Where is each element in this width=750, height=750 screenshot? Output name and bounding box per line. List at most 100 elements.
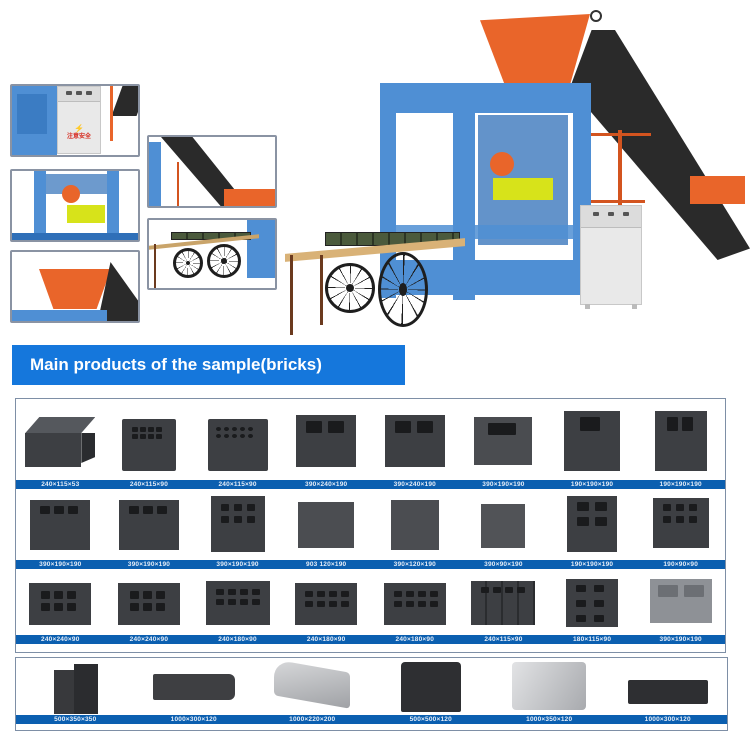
brick-item: [253, 658, 372, 720]
dimension-label: 390×240×190: [393, 481, 436, 488]
brick-item: [371, 490, 460, 560]
hollow-block-image: [652, 498, 709, 548]
dimension-label: 240×240×90: [41, 636, 80, 643]
dimension-label: 903 120×190: [306, 561, 347, 568]
brick-item: [636, 571, 725, 641]
brick-item: [16, 399, 105, 479]
brick-item: [282, 490, 371, 560]
solid-brick-image: [25, 417, 96, 467]
brick-item: [16, 571, 105, 641]
hollow-block-image: [30, 500, 91, 550]
dimension-label: 390×190×190: [39, 561, 82, 568]
brick-item: [105, 571, 194, 641]
dimension-label: 390×190×190: [659, 636, 702, 643]
inset-feed-hopper: [10, 250, 140, 323]
control-cabinet: [580, 205, 642, 309]
machine-photo-collage: ⚡注意安全: [0, 0, 750, 340]
dimension-label: 240×115×90: [484, 636, 523, 643]
perforated-paver-image: [383, 583, 446, 625]
dimension-label: 1000×300×120: [644, 716, 691, 723]
brick-item: [371, 571, 460, 641]
cart-wheel: [378, 252, 428, 327]
section-title-text: Main products of the sample(bricks): [30, 355, 322, 374]
dimension-label: 390×190×190: [216, 561, 259, 568]
brick-item: [459, 490, 548, 560]
half-block-image: [654, 411, 707, 471]
special-shapes-row: 500×350×350 1000×300×120 1000×220×200 50…: [16, 658, 727, 730]
section-title: Main products of the sample(bricks): [12, 345, 405, 385]
hollow-block-image: [384, 415, 445, 467]
brick-item: [459, 571, 548, 641]
brick-item: [193, 571, 282, 641]
dimension-label-bar: 500×350×350 1000×300×120 1000×220×200 50…: [16, 715, 727, 724]
hollow-block-image: [649, 579, 712, 623]
dimension-label: 390×240×190: [305, 481, 348, 488]
dimension-label: 500×500×120: [409, 716, 452, 723]
dimension-label: 240×240×90: [129, 636, 169, 643]
dimension-label: 240×180×90: [218, 636, 257, 643]
light-curb-stone-image: [512, 662, 587, 710]
dimension-label: 240×115×90: [218, 481, 257, 488]
solid-block-image: [481, 504, 526, 548]
control-cabinet-image: ⚡注意安全: [57, 86, 101, 154]
dimension-label: 180×115×90: [572, 636, 612, 643]
hollow-block-image: [296, 415, 357, 467]
interlock-paver-image: [29, 583, 92, 625]
interlock-paver-image: [117, 583, 180, 625]
dimension-label-bar: 390×190×190 390×190×190 390×190×190 903 …: [16, 560, 725, 569]
dimension-label: 500×350×350: [54, 716, 97, 723]
brick-item: [282, 399, 371, 479]
brick-item: [548, 571, 637, 641]
brick-item: [135, 658, 254, 720]
inset-control-cabinet: ⚡注意安全: [10, 84, 140, 157]
brick-item: [16, 658, 135, 720]
hollow-block-image: [210, 496, 265, 552]
rounded-curb-stone-image: [274, 659, 351, 709]
dimension-label-bar: 240×115×53 240×115×90 240×115×90 390×240…: [16, 480, 725, 489]
grooved-block-image: [471, 581, 536, 625]
dimension-label: 240×180×90: [306, 636, 346, 643]
dimension-label: 240×180×90: [395, 636, 435, 643]
inset-mould-press: [10, 169, 140, 242]
dimension-label: 1000×220×200: [289, 716, 336, 723]
brick-row-1: 240×115×53 240×115×90 240×115×90 390×240…: [16, 399, 725, 489]
dimension-label: 190×190×190: [570, 561, 614, 568]
dimension-label: 190×190×190: [570, 481, 614, 488]
dimension-label-bar: 240×240×90 240×240×90 240×180×90 240×180…: [16, 635, 725, 644]
special-shapes-panel: 500×350×350 1000×300×120 1000×220×200 50…: [15, 657, 728, 731]
brick-item: [371, 399, 460, 479]
inset-conveyor-belt: [147, 135, 277, 208]
dimension-label: 1000×350×120: [526, 716, 573, 723]
brick-item: [372, 658, 491, 720]
dimension-label: 390×90×190: [484, 561, 523, 568]
main-machine-image: [280, 0, 750, 340]
solid-block-image: [390, 500, 439, 550]
cart-wheel: [325, 263, 375, 313]
brick-item: [105, 399, 194, 479]
dimension-label: 390×190×190: [482, 481, 525, 488]
brick-item: [105, 490, 194, 560]
dimension-label: 1000×300×120: [170, 716, 217, 723]
brick-item: [282, 571, 371, 641]
perforated-brick-image: [207, 419, 268, 471]
hollow-block-image: [567, 496, 618, 552]
brick-item: [548, 490, 637, 560]
hollow-block-image: [118, 500, 179, 550]
paving-slab-image: [400, 662, 461, 712]
cabinet-safety-sign: 注意安全: [66, 133, 91, 140]
inset-brick-cart: [147, 218, 277, 290]
dimension-label: 240×115×53: [41, 481, 80, 488]
dimension-label: 390×190×190: [127, 561, 171, 568]
half-block-image: [564, 411, 621, 471]
flat-curb-stone-image: [627, 680, 708, 704]
brick-row-3: 240×240×90 240×240×90 240×180×90 240×180…: [16, 571, 725, 651]
dimension-label: 390×120×190: [393, 561, 436, 568]
brick-item: [609, 658, 728, 720]
curb-stone-image: [152, 674, 235, 700]
brick-item: [490, 658, 609, 720]
brick-item: [636, 399, 725, 479]
dimension-label: 240×115×90: [129, 481, 169, 488]
brick-item: [193, 399, 282, 479]
dimension-label: 190×90×90: [663, 561, 699, 568]
perforated-paver-image: [295, 583, 358, 625]
